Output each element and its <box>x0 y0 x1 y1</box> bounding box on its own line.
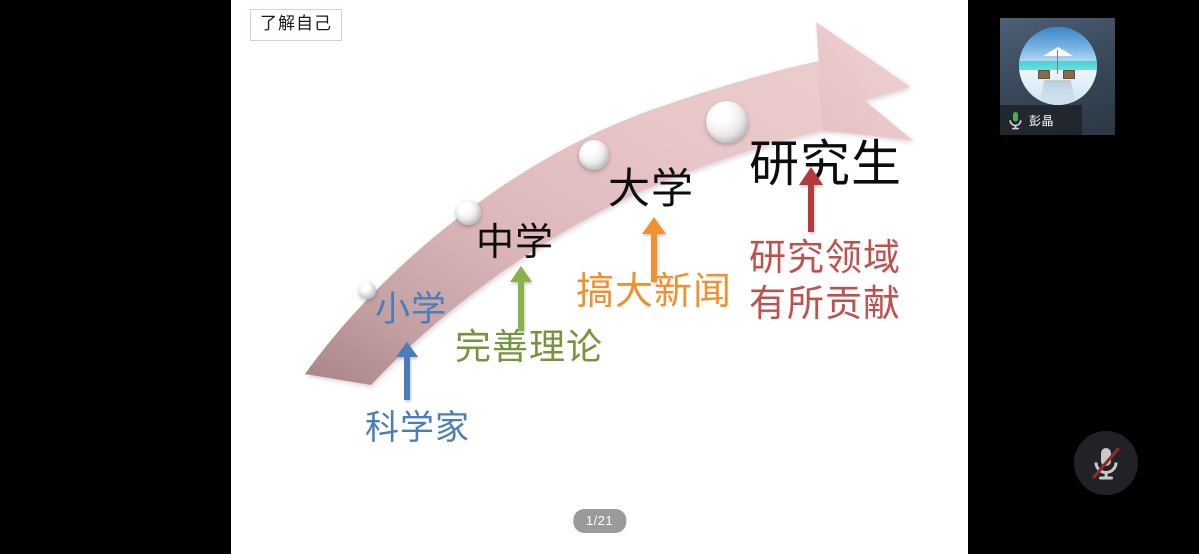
microphone-icon <box>1009 111 1022 129</box>
participant-name: 彭晶 <box>1029 113 1055 128</box>
mute-toggle-button[interactable] <box>1074 431 1138 495</box>
stage-arrow-2 <box>510 266 532 331</box>
page-indicator: 1/21 <box>572 509 627 533</box>
stage-caption-4-line1: 研究领域 <box>749 237 901 278</box>
microphone-muted-icon <box>1092 447 1120 480</box>
avatar-shadow <box>1038 79 1077 105</box>
stage-label-1: 小学 <box>375 290 448 329</box>
stage-marker-sphere-3 <box>579 140 609 170</box>
stage-marker-sphere-4 <box>706 101 748 143</box>
stage-label-4: 研究生 <box>749 136 902 192</box>
presentation-slide[interactable]: 了解自己 小学 科学家 中学 <box>231 0 968 554</box>
slide-title-box: 了解自己 <box>250 9 342 41</box>
stage-caption-1: 科学家 <box>365 409 470 447</box>
stage-arrow-3 <box>642 217 666 282</box>
stage-arrow-4 <box>799 167 823 232</box>
stage-arrow-1 <box>396 342 418 400</box>
stage-marker-sphere-2 <box>456 200 481 225</box>
stage-caption-4-line2: 有所贡献 <box>749 283 901 324</box>
stage-label-3: 大学 <box>608 165 695 212</box>
avatar-lounger-right <box>1062 69 1075 79</box>
avatar-lounger-left <box>1038 69 1050 79</box>
stage-caption-3: 搞大新闻 <box>576 271 733 313</box>
stage-marker-sphere-1 <box>359 282 376 299</box>
participant-name-bar: 彭晶 <box>1000 105 1082 135</box>
participant-video-tile[interactable]: 彭晶 <box>1000 18 1115 135</box>
stage-label-2: 中学 <box>476 222 555 264</box>
stage-caption-2: 完善理论 <box>455 326 604 367</box>
slide-title-text: 了解自己 <box>260 14 332 33</box>
avatar <box>1018 27 1097 105</box>
avatar-umbrella-pole <box>1056 50 1059 74</box>
